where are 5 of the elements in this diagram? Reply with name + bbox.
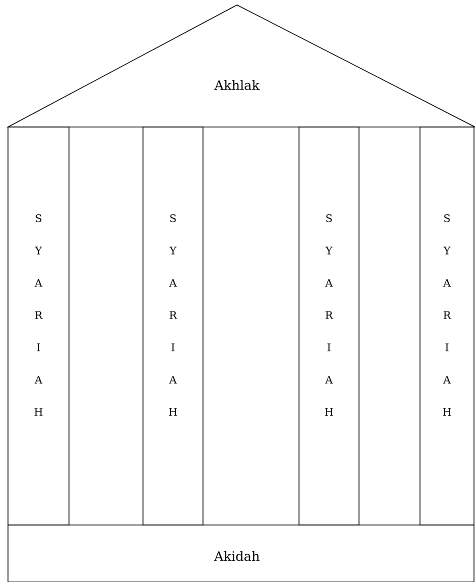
pillar-box: SYARIAH xyxy=(8,126,70,526)
pillar-box: SYARIAH xyxy=(298,126,360,526)
foundation-box: Akidah xyxy=(8,524,474,582)
pillar-box: SYARIAH xyxy=(420,126,474,526)
pillar-box: SYARIAH xyxy=(142,126,204,526)
